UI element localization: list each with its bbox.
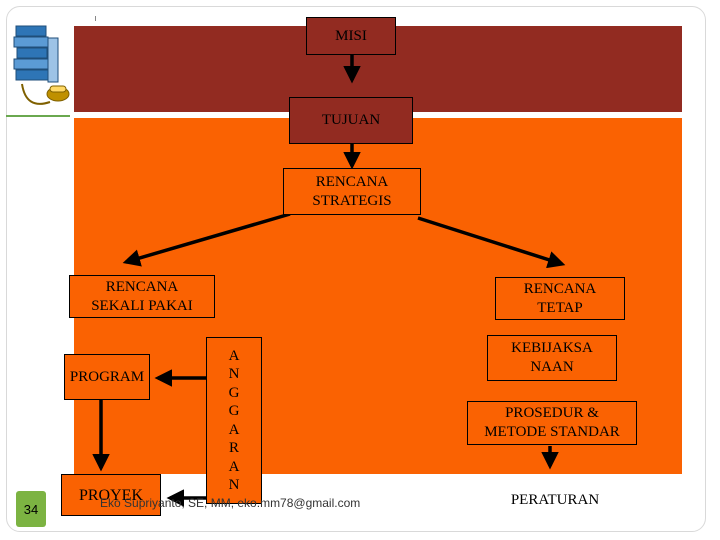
slide-frame [6, 6, 706, 532]
anggaran-letter: A [228, 458, 240, 475]
arrow-strategis-tetap [417, 216, 566, 269]
node-misi: MISI [306, 17, 396, 55]
anggaran-letter: N [228, 477, 240, 493]
anggaran-letter: N [228, 366, 240, 382]
node-rencana-strategis: RENCANA STRATEGIS [283, 168, 421, 215]
anggaran-letter: A [228, 421, 240, 438]
logo-underline [6, 115, 70, 117]
anggaran-letter: G [228, 403, 240, 419]
node-program: PROGRAM [64, 354, 150, 400]
anggaran-letter: A [228, 347, 240, 364]
anggaran-letter: G [228, 384, 240, 401]
node-tujuan: TUJUAN [289, 97, 413, 144]
footer-credit: Eko Supriyanto, SE, MM, eko.mm78@gmail.c… [100, 496, 361, 510]
node-anggaran: A N G G A R A N [206, 337, 262, 504]
node-rencana-sekali-pakai: RENCANA SEKALI PAKAI [69, 275, 215, 318]
node-prosedur-metode-standar: PROSEDUR & METODE STANDAR [467, 401, 637, 445]
node-rencana-tetap: RENCANA TETAP [495, 277, 625, 320]
anggaran-letter: R [228, 440, 239, 456]
node-proyek: PROYEK [61, 474, 161, 516]
node-kebijaksanaan: KEBIJAKSA NAAN [487, 335, 617, 381]
page-number: 34 [16, 491, 46, 527]
arrow-strategis-sekali-pakai [122, 212, 291, 267]
books-and-telephone-icon [13, 25, 70, 105]
node-peraturan: PERATURAN [510, 491, 600, 508]
decorative-mark [95, 16, 96, 21]
